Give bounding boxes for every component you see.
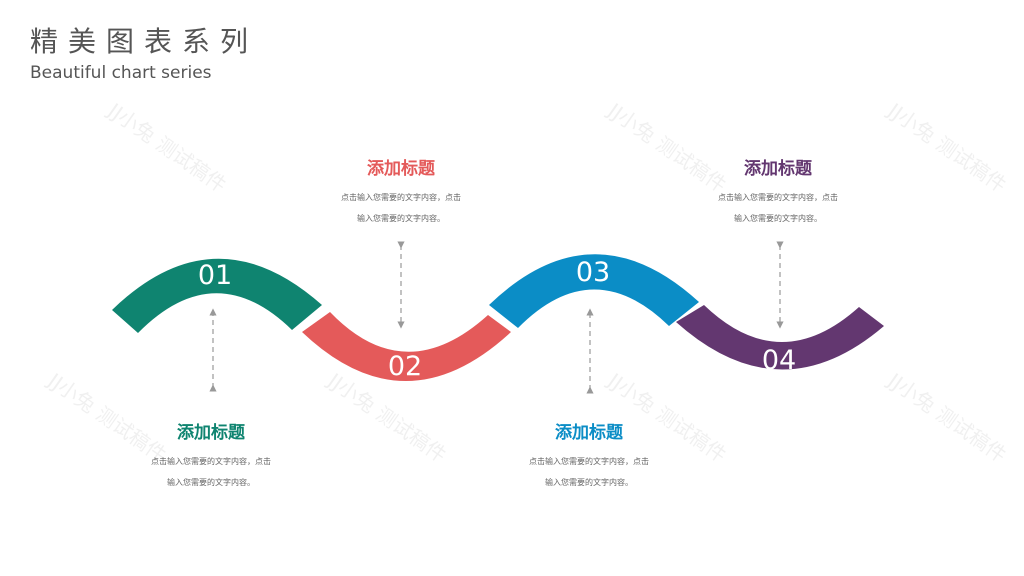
step-1-label: 添加标题 点击输入您需要的文字内容，点击 输入您需要的文字内容。 bbox=[121, 418, 301, 493]
step-2-desc-2: 输入您需要的文字内容。 bbox=[357, 214, 445, 223]
step-4-title: 添加标题 bbox=[744, 159, 812, 179]
step-2-arc bbox=[302, 312, 511, 381]
step-3-desc-2: 输入您需要的文字内容。 bbox=[545, 478, 633, 487]
step-1-arc bbox=[112, 258, 322, 333]
step-4-desc-1: 点击输入您需要的文字内容，点击 bbox=[718, 193, 838, 202]
step-3-label: 添加标题 点击输入您需要的文字内容，点击 输入您需要的文字内容。 bbox=[499, 418, 679, 493]
step-3-number: 03 bbox=[576, 257, 610, 288]
step-4-desc-2: 输入您需要的文字内容。 bbox=[734, 214, 822, 223]
step-4-number: 04 bbox=[762, 345, 796, 376]
step-2-title: 添加标题 bbox=[367, 159, 435, 179]
step-1-desc-1: 点击输入您需要的文字内容，点击 bbox=[151, 457, 271, 466]
step-3-arc bbox=[489, 254, 699, 328]
step-3-title: 添加标题 bbox=[555, 423, 623, 443]
step-2-desc-1: 点击输入您需要的文字内容，点击 bbox=[341, 193, 461, 202]
page-title: 精美图表系列 bbox=[30, 25, 259, 58]
step-2-number: 02 bbox=[388, 351, 422, 382]
step-2-label: 添加标题 点击输入您需要的文字内容，点击 输入您需要的文字内容。 bbox=[311, 154, 491, 229]
page-subtitle: Beautiful chart series bbox=[30, 63, 212, 83]
step-3-desc-1: 点击输入您需要的文字内容，点击 bbox=[529, 457, 649, 466]
step-1-title: 添加标题 bbox=[177, 423, 245, 443]
step-1-number: 01 bbox=[198, 260, 232, 291]
step-4-label: 添加标题 点击输入您需要的文字内容，点击 输入您需要的文字内容。 bbox=[688, 154, 868, 229]
step-4-arc bbox=[676, 305, 884, 370]
step-1-desc-2: 输入您需要的文字内容。 bbox=[167, 478, 255, 487]
